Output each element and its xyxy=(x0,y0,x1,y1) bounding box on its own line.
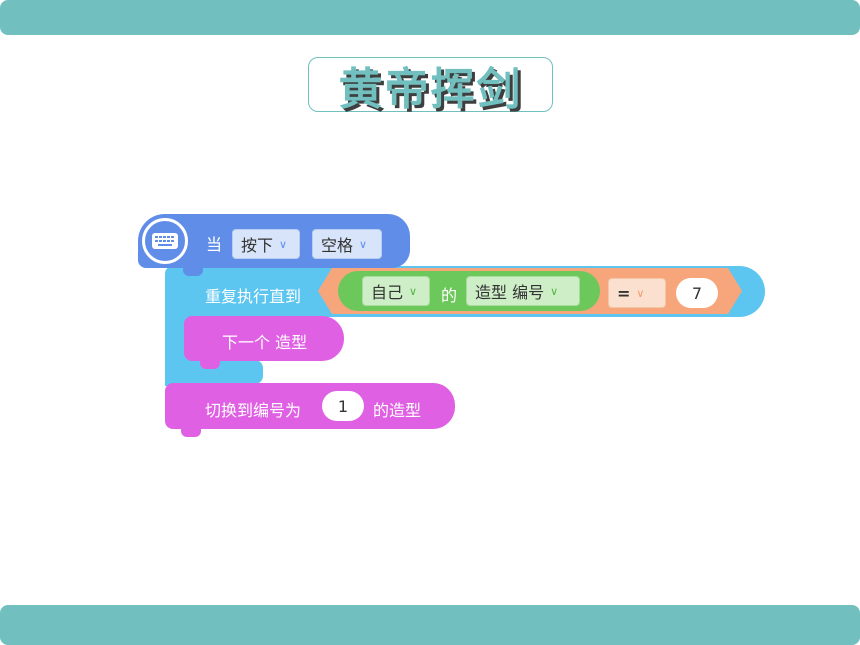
switch-costume-label: 切换到编号为 xyxy=(205,401,302,420)
compare-value-input[interactable]: 7 xyxy=(676,278,718,308)
bottom-banner xyxy=(0,605,860,645)
keyboard-icon xyxy=(142,218,188,264)
top-banner xyxy=(0,0,860,35)
next-costume-block[interactable]: 下一个 造型 xyxy=(184,316,344,361)
switch-costume-suffix: 的造型 xyxy=(373,401,422,420)
block-notch xyxy=(200,361,220,369)
when-key-pressed-block[interactable]: 当 xyxy=(138,214,410,268)
chevron-down-icon: ∨ xyxy=(409,284,418,298)
property-connector: 的 xyxy=(441,286,458,305)
switch-costume-block[interactable]: 切换到编号为 的造型 xyxy=(165,383,455,429)
chevron-down-icon: ∨ xyxy=(279,237,288,251)
chevron-down-icon: ∨ xyxy=(636,286,645,300)
chevron-down-icon: ∨ xyxy=(359,237,368,251)
object-dropdown[interactable]: 自己 ∨ xyxy=(362,276,430,306)
property-dropdown[interactable]: 造型 编号 ∨ xyxy=(466,276,580,306)
when-label: 当 xyxy=(206,235,223,254)
title-frame: 黄帝挥剑 xyxy=(308,57,553,115)
page-title: 黄帝挥剑 xyxy=(338,63,523,115)
event-dropdown[interactable]: 按下 ∨ xyxy=(232,229,300,259)
repeat-until-label: 重复执行直到 xyxy=(205,287,302,306)
chevron-down-icon: ∨ xyxy=(550,284,559,298)
costume-number-input[interactable]: 1 xyxy=(322,391,364,421)
operator-dropdown[interactable]: = ∨ xyxy=(608,278,666,308)
next-costume-label: 下一个 造型 xyxy=(222,333,308,352)
block-notch xyxy=(183,268,203,276)
block-notch xyxy=(181,429,201,437)
key-dropdown[interactable]: 空格 ∨ xyxy=(312,229,382,259)
